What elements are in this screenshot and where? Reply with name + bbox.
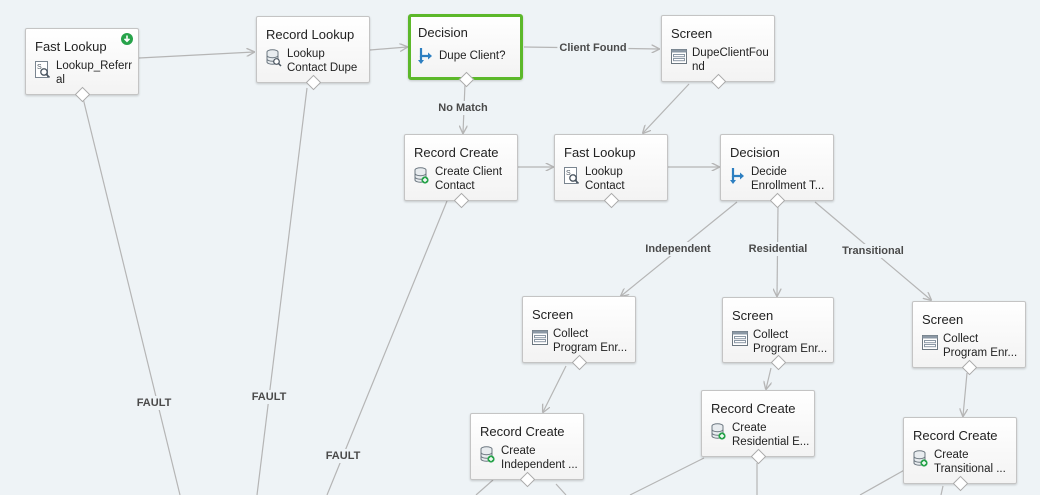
node-type-label: Decision xyxy=(730,145,780,160)
fast-lookup-icon: S xyxy=(564,167,580,185)
connector-label-client-found: Client Found xyxy=(557,41,629,55)
screen-icon xyxy=(671,48,687,66)
screen-icon xyxy=(732,330,748,348)
node-fast-lookup-referral[interactable]: Fast Lookup S Lookup_Referral xyxy=(25,28,139,103)
connector-label-transitional: Transitional xyxy=(840,244,906,258)
start-flow-icon[interactable] xyxy=(121,33,133,45)
node-decision-dupe-client[interactable]: Decision Dupe Client? xyxy=(408,14,523,88)
connector-fault-fast-lookup[interactable] xyxy=(81,93,181,495)
node-type-label: Fast Lookup xyxy=(564,145,636,160)
node-name-label: Lookup Contact xyxy=(585,166,625,192)
screen-icon xyxy=(532,329,548,347)
connector-label-no-match: No Match xyxy=(436,101,490,115)
node-type-label: Record Create xyxy=(480,424,565,439)
node-screen-dupe-client-found[interactable]: Screen DupeClientFound xyxy=(661,15,775,90)
node-record-create-client-contact[interactable]: Record Create Create Client Contact xyxy=(404,134,518,209)
node-type-label: Record Create xyxy=(711,401,796,416)
node-name-label: DupeClientFound xyxy=(692,47,769,73)
node-name-label: Collect Program Enr... xyxy=(753,329,828,355)
decision-icon xyxy=(730,167,746,185)
record-create-icon xyxy=(414,167,430,185)
node-screen-collect-transitional[interactable]: Screen Collect Program Enr... xyxy=(912,301,1026,376)
connector-screen-independent-to-create[interactable] xyxy=(543,365,567,412)
node-decision-enrollment-type[interactable]: Decision Decide Enrollment T... xyxy=(720,134,834,209)
connector-label-fault: FAULT xyxy=(249,390,289,404)
connector-lookup-to-record-lookup[interactable] xyxy=(138,52,254,59)
record-create-icon xyxy=(711,423,727,441)
node-name-label: Collect Program Enr... xyxy=(943,333,1018,359)
node-type-label: Decision xyxy=(418,25,468,40)
node-name-label: Lookup Contact Dupe xyxy=(287,48,358,74)
node-name-label: Create Independent ... xyxy=(501,445,578,471)
connector-fault-record-lookup[interactable] xyxy=(256,87,308,495)
node-type-label: Record Lookup xyxy=(266,27,355,42)
node-name-label: Create Transitional ... xyxy=(934,449,1006,475)
record-lookup-icon xyxy=(266,49,282,67)
svg-text:S: S xyxy=(566,170,571,177)
connector-dupe-screen-to-fast-lookup[interactable] xyxy=(643,83,690,133)
node-name-label: Lookup_Referral xyxy=(56,60,133,86)
node-fast-lookup-contact[interactable]: Fast Lookup S Lookup Contact xyxy=(554,134,668,209)
screen-icon xyxy=(922,334,938,352)
connector-fault-record-create[interactable] xyxy=(326,200,448,495)
connector-label-residential: Residential xyxy=(746,242,810,256)
decision-icon xyxy=(418,47,434,65)
node-type-label: Screen xyxy=(732,308,774,323)
connector-label-independent: Independent xyxy=(643,242,713,256)
connector-transitional-create-out-left[interactable] xyxy=(859,467,909,495)
node-name-label: Decide Enrollment T... xyxy=(751,166,825,192)
node-record-create-residential[interactable]: Record Create Create Residential E... xyxy=(701,390,815,465)
node-type-label: Screen xyxy=(922,312,964,327)
connector-residential-create-out-left[interactable] xyxy=(629,457,705,495)
node-name-label: Create Client Contact xyxy=(435,166,503,192)
node-record-lookup-contact-dupe[interactable]: Record Lookup Lookup Contact Dupe xyxy=(256,16,370,91)
connector-independent-create-out-left[interactable] xyxy=(475,479,494,495)
node-type-label: Record Create xyxy=(913,428,998,443)
record-create-icon xyxy=(480,446,496,464)
node-name-label: Collect Program Enr... xyxy=(553,328,628,354)
connector-label-fault: FAULT xyxy=(323,449,363,463)
record-create-icon xyxy=(913,450,929,468)
node-screen-collect-residential[interactable]: Screen Collect Program Enr... xyxy=(722,297,834,371)
node-type-label: Screen xyxy=(671,26,713,41)
connector-screen-transitional-to-create[interactable] xyxy=(963,372,967,416)
svg-text:S: S xyxy=(37,64,42,71)
connector-independent-create-out-right[interactable] xyxy=(555,483,567,495)
node-type-label: Fast Lookup xyxy=(35,39,107,54)
node-type-label: Screen xyxy=(532,307,574,322)
node-record-create-transitional[interactable]: Record Create Create Transitional ... xyxy=(903,417,1017,492)
node-screen-collect-independent[interactable]: Screen Collect Program Enr... xyxy=(522,296,636,371)
connector-screen-residential-to-create[interactable] xyxy=(766,367,771,389)
node-record-create-independent[interactable]: Record Create Create Independent ... xyxy=(470,413,584,488)
connector-record-lookup-to-decision[interactable] xyxy=(369,47,407,50)
connector-transitional-create-out-down[interactable] xyxy=(940,485,944,495)
node-name-label: Create Residential E... xyxy=(732,422,810,448)
connector-label-fault: FAULT xyxy=(134,396,174,410)
node-type-label: Record Create xyxy=(414,145,499,160)
fast-lookup-icon: S xyxy=(35,61,51,79)
node-name-label: Dupe Client? xyxy=(439,50,506,62)
